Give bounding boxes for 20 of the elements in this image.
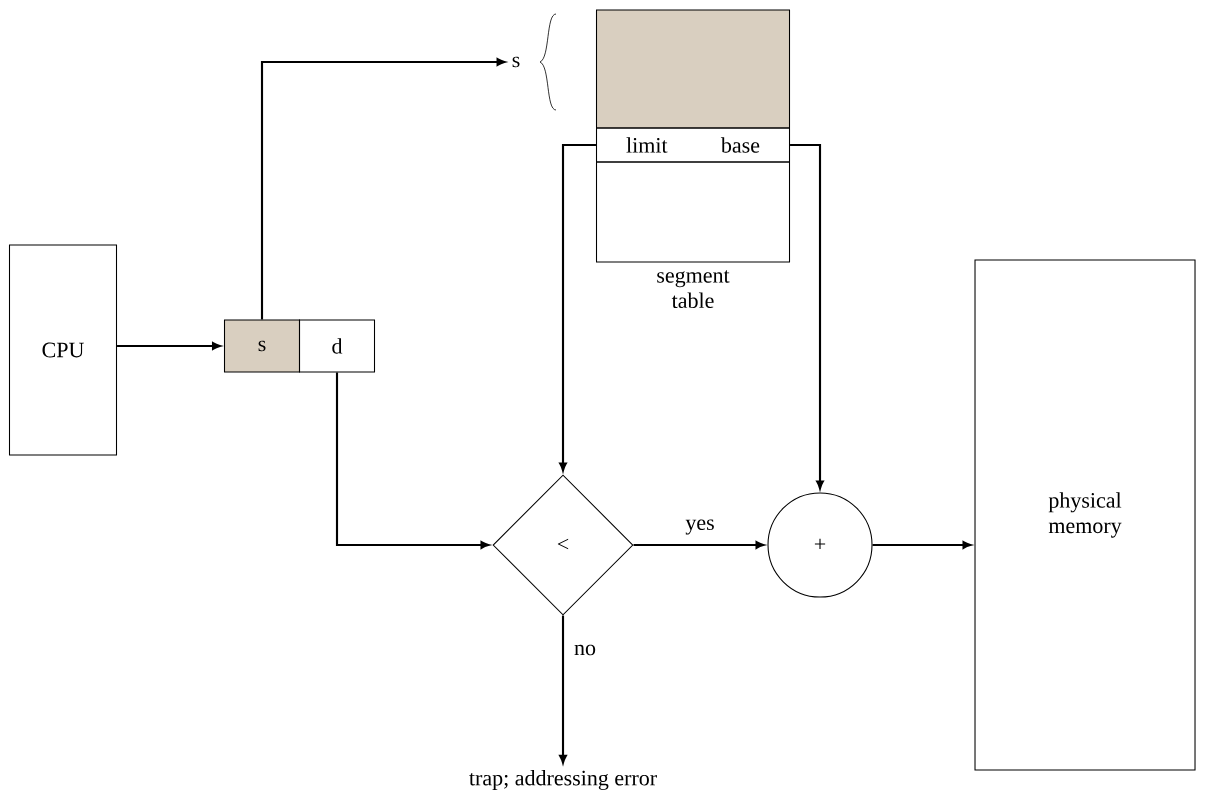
edge-label: yes: [684, 518, 716, 536]
table-entry: limit base: [595, 127, 791, 163]
table-caption: segment table: [657, 270, 730, 309]
arrow: [117, 342, 221, 350]
arrow: [260, 58, 506, 320]
edge-label: no: [572, 643, 598, 657]
arrow: [872, 541, 972, 549]
trap-label: trap; addressing error: [469, 770, 657, 790]
segment-label: s: [512, 56, 520, 68]
arrow: [790, 143, 824, 490]
arrow: [559, 143, 596, 472]
memory-box: physical memory: [974, 259, 1196, 771]
arrow: [633, 541, 765, 549]
cpu-box: CPU: [8, 244, 118, 456]
arrow: [335, 372, 490, 549]
table-block: [595, 9, 791, 129]
table-block: [595, 161, 791, 263]
arrow: [559, 615, 567, 764]
register-cell: d: [298, 319, 376, 373]
register-cell: s: [223, 319, 301, 373]
